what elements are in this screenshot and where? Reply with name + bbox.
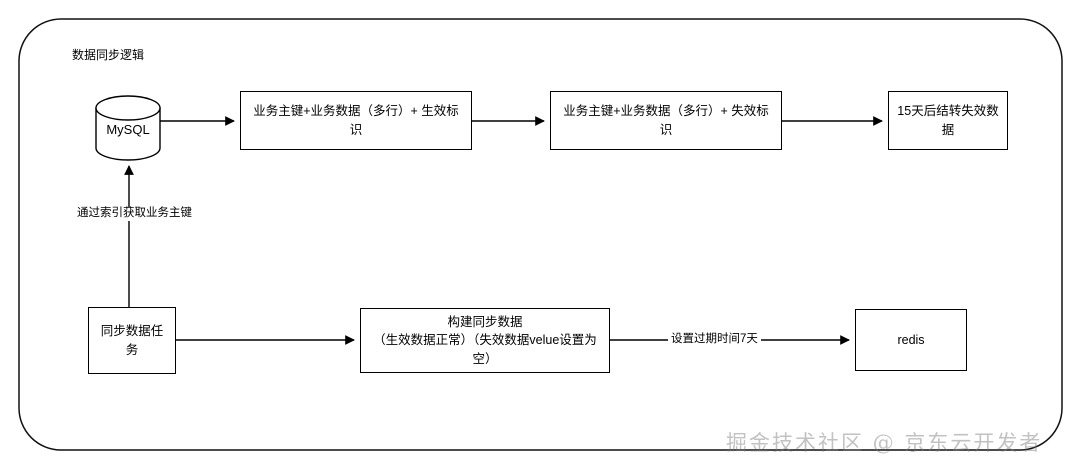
edge-label-set-expiry: 设置过期时间7天 [668, 333, 761, 347]
node-valid-record[interactable]: 业务主键+业务数据（多行）+ 生效标识 [240, 91, 472, 150]
node-carry-over-label: 15天后结转失效数据 [897, 104, 999, 137]
node-carry-over[interactable]: 15天后结转失效数据 [888, 91, 1008, 150]
mysql-cylinder-shape [95, 95, 161, 161]
node-valid-record-label: 业务主键+业务数据（多行）+ 生效标识 [253, 104, 459, 137]
node-redis-label: redis [897, 332, 925, 347]
node-redis[interactable]: redis [855, 309, 967, 371]
node-build-sync-data-label: 构建同步数据 （生效数据正常）（失效数据velue设置为空） [373, 315, 597, 366]
node-invalid-record-label: 业务主键+业务数据（多行）+ 失效标识 [563, 104, 769, 137]
node-invalid-record[interactable]: 业务主键+业务数据（多行）+ 失效标识 [550, 91, 782, 150]
outer-container-boundary [18, 18, 1063, 451]
container-title: 数据同步逻辑 [72, 48, 145, 62]
mysql-node-label: MySQL [106, 122, 150, 137]
watermark: 掘金技术社区 @ 京东云开发者 [726, 431, 1043, 455]
node-sync-task-label: 同步数据任务 [100, 324, 164, 357]
node-sync-task[interactable]: 同步数据任务 [88, 307, 176, 374]
edge-label-index-lookup: 通过索引获取业务主键 [74, 207, 195, 221]
node-build-sync-data[interactable]: 构建同步数据 （生效数据正常）（失效数据velue设置为空） [360, 308, 610, 373]
